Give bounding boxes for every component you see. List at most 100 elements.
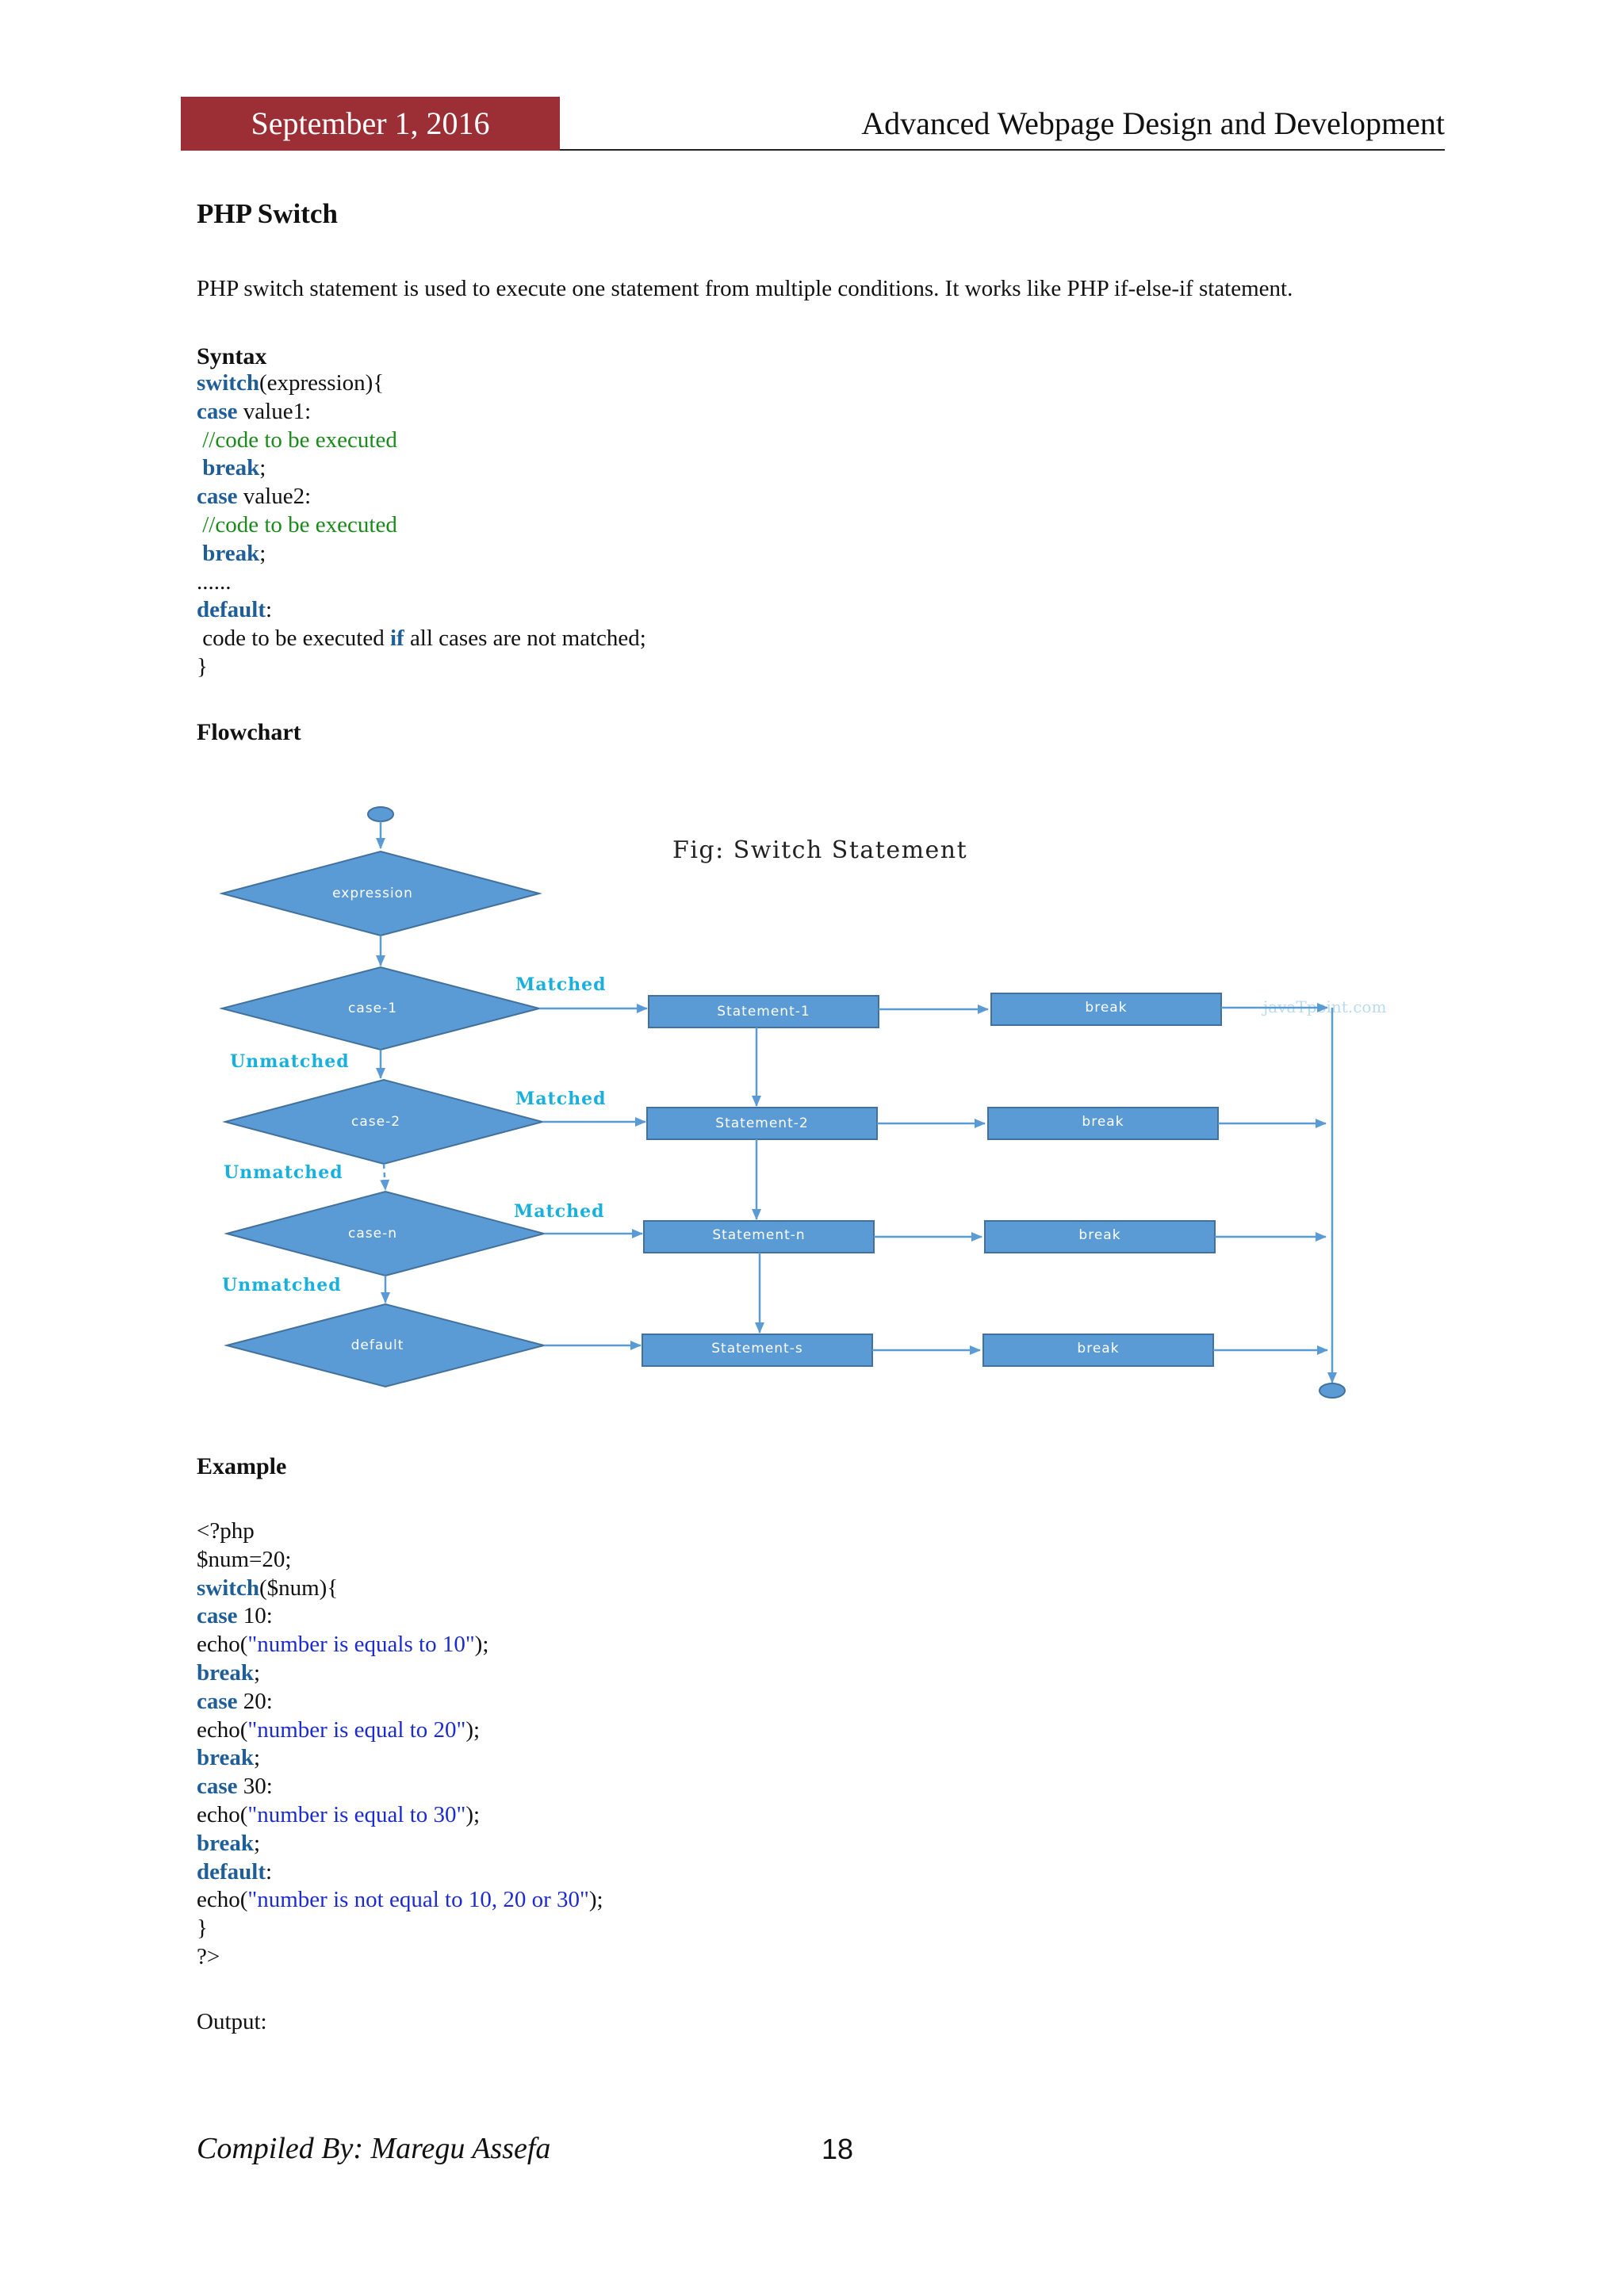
unmatched-label-1: Unmatched: [230, 1051, 350, 1072]
syntax-code-token: switch: [197, 370, 259, 396]
example-code-token: );: [474, 1632, 489, 1658]
footer-author: Compiled By: Maregu Assefa: [197, 2132, 551, 2165]
example-code-token: ;: [253, 1659, 261, 1686]
syntax-code-line: case value1:: [197, 398, 646, 427]
syntax-code-token: //code to be executed: [197, 511, 397, 538]
syntax-code-token: if: [389, 626, 404, 652]
syntax-code-token: ......: [197, 568, 232, 595]
expression-diamond: [219, 850, 542, 937]
example-code-token: echo(: [197, 1632, 248, 1658]
break-box-3: [984, 1220, 1216, 1253]
example-code-line: echo("number is not equal to 10, 20 or 3…: [197, 1886, 603, 1915]
syntax-code-line: code to be executed if all cases are not…: [197, 625, 646, 653]
section-title: PHP Switch: [197, 198, 338, 229]
syntax-code-token: }: [197, 653, 208, 679]
unmatched-label-2: Unmatched: [224, 1162, 343, 1183]
break-text-1: break: [1085, 1000, 1127, 1016]
statement-2-text: Statement-2: [715, 1115, 808, 1131]
example-code-token: }: [197, 1915, 208, 1942]
case-1-text: case-1: [348, 1001, 397, 1016]
syntax-code-token: :: [266, 597, 273, 623]
example-code-line: break;: [197, 1744, 603, 1773]
example-code-line: switch($num){: [197, 1575, 603, 1603]
flowchart-label: Flowchart: [197, 719, 301, 745]
intro-paragraph: PHP switch statement is used to execute …: [197, 276, 1293, 301]
example-code-token: case: [197, 1603, 238, 1629]
syntax-code-token: break: [202, 540, 260, 566]
example-code-token: break: [197, 1659, 254, 1686]
start-node: [367, 806, 394, 822]
syntax-code-line: switch(expression){: [197, 369, 646, 398]
syntax-code-token: value2:: [237, 484, 312, 510]
unmatched-label-3: Unmatched: [222, 1275, 342, 1295]
syntax-code-line: default:: [197, 596, 646, 625]
example-code-token: :: [266, 1858, 273, 1885]
matched-label-3: Matched: [514, 1201, 605, 1222]
example-code-token: $num=20;: [197, 1546, 292, 1572]
syntax-code-token: ;: [259, 455, 266, 481]
example-code-token: "number is equal to 20": [247, 1716, 466, 1743]
page-number: 18: [822, 2133, 854, 2165]
syntax-label: Syntax: [197, 343, 267, 369]
syntax-code-token: case: [197, 484, 238, 510]
matched-label-2: Matched: [515, 1089, 607, 1109]
break-box-4: [982, 1334, 1214, 1367]
break-box-2: [987, 1107, 1219, 1140]
syntax-code-line: }: [197, 653, 646, 682]
example-code-token: case: [197, 1774, 238, 1800]
statement-1-box: [648, 995, 879, 1028]
syntax-code-line: break;: [197, 540, 646, 568]
example-code-line: break;: [197, 1659, 603, 1688]
example-code-line: case 30:: [197, 1773, 603, 1801]
break-text-3: break: [1078, 1227, 1120, 1243]
break-text-2: break: [1082, 1114, 1124, 1130]
unmatched-arrow-2: [380, 1163, 390, 1191]
example-code-token: );: [465, 1801, 481, 1827]
statement-s-text: Statement-s: [711, 1341, 802, 1357]
syntax-code-token: default: [197, 597, 266, 623]
syntax-code-token: case: [197, 398, 238, 424]
syntax-code-token: break: [202, 455, 260, 481]
header-date: September 1, 2016: [181, 97, 560, 151]
output-label: Output:: [197, 2009, 267, 2034]
syntax-code-token: value1:: [237, 398, 312, 424]
break-box-1: [990, 993, 1222, 1026]
syntax-code-token: code to be executed: [197, 626, 390, 652]
header-title: Advanced Webpage Design and Development: [861, 105, 1445, 141]
end-node: [1319, 1383, 1346, 1399]
expression-text: expression: [332, 886, 413, 901]
statement-n-text: Statement-n: [712, 1227, 805, 1243]
syntax-code-block: switch(expression){case value1: //code t…: [197, 369, 646, 682]
break-text-4: break: [1077, 1341, 1119, 1357]
syntax-code-line: break;: [197, 454, 646, 483]
example-code-line: <?php: [197, 1517, 603, 1546]
example-code-token: switch: [197, 1575, 259, 1601]
example-code-token: <?php: [197, 1518, 255, 1544]
example-code-token: ;: [253, 1830, 261, 1856]
example-code-token: ?>: [197, 1943, 220, 1969]
example-code-token: 30:: [237, 1774, 273, 1800]
example-code-token: echo(: [197, 1887, 248, 1913]
default-text: default: [351, 1337, 404, 1353]
example-code-token: ($num){: [259, 1575, 339, 1601]
case-n-text: case-n: [348, 1226, 397, 1242]
example-code-line: case 20:: [197, 1688, 603, 1716]
example-code-block: <?php$num=20;switch($num){case 10:echo("…: [197, 1517, 603, 1972]
example-code-token: case: [197, 1688, 238, 1714]
example-code-token: "number is equal to 30": [247, 1801, 466, 1827]
syntax-code-token: (expression){: [259, 370, 385, 396]
statement-2-box: [646, 1107, 878, 1140]
syntax-code-line: ......: [197, 568, 646, 597]
example-code-token: 10:: [237, 1603, 273, 1629]
case-2-text: case-2: [351, 1114, 400, 1130]
matched-label-1: Matched: [515, 974, 607, 995]
syntax-code-token: ;: [259, 540, 266, 566]
example-code-line: }: [197, 1915, 603, 1943]
example-code-token: default: [197, 1858, 266, 1885]
syntax-code-line: //code to be executed: [197, 511, 646, 540]
header-rule: [560, 149, 1445, 151]
example-code-token: 20:: [237, 1688, 273, 1714]
example-code-token: "number is equals to 10": [247, 1632, 475, 1658]
syntax-code-token: //code to be executed: [197, 427, 397, 453]
example-code-token: "number is not equal to 10, 20 or 30": [247, 1887, 589, 1913]
